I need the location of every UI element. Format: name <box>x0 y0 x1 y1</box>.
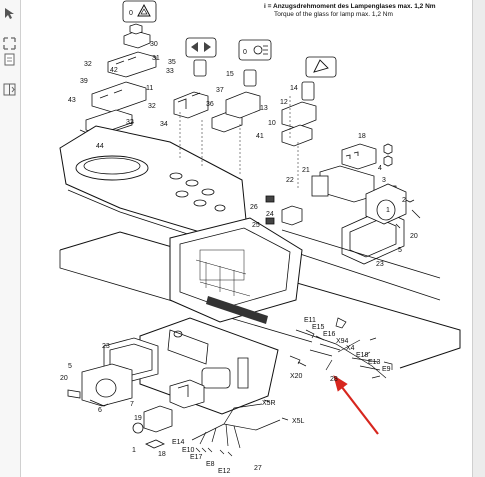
harness-label: E9 <box>382 366 391 373</box>
note-prefix: i = <box>264 3 272 10</box>
part-label: 1 <box>386 207 390 214</box>
warning-symbol-panel: 0 <box>122 0 157 23</box>
harness-label: X20 <box>290 373 303 380</box>
beacon-panel <box>305 56 337 78</box>
torque-note: i = Anzugsdrehmoment des Lampenglases ma… <box>264 3 436 19</box>
switch-stack-middle <box>173 59 317 147</box>
part-label: 18 <box>158 451 166 458</box>
part-label: 23 <box>102 343 110 350</box>
part-label: 30 <box>150 41 158 48</box>
part-label: 41 <box>256 133 264 140</box>
leader-lines <box>179 96 299 190</box>
part-label: 21 <box>302 167 310 174</box>
part-label: 27 <box>254 465 262 472</box>
part-label: 24 <box>266 211 274 218</box>
exploded-parts-diagram: 0 0 <box>59 0 461 475</box>
part-label: 12 <box>280 99 288 106</box>
part-label: 28 <box>330 376 338 383</box>
part-label: 7 <box>130 401 134 408</box>
part-label: 5 <box>68 363 72 370</box>
part-label: 39 <box>80 78 88 85</box>
part-label: 10 <box>268 120 276 127</box>
harness-label: E8 <box>206 461 215 468</box>
arrow-icon[interactable] <box>2 6 17 21</box>
lamp-bulb-parts <box>132 379 205 449</box>
roof-console <box>59 217 461 369</box>
part-label: 34 <box>160 121 168 128</box>
part-label: 20 <box>410 233 418 240</box>
part-label: 2 <box>402 197 406 204</box>
part-label: 5 <box>398 247 402 254</box>
harness-label: E11 <box>304 317 316 324</box>
part-label: 33 <box>166 68 174 75</box>
harness-label: X94 <box>336 338 349 345</box>
part-label: 13 <box>260 105 268 112</box>
split-icon[interactable] <box>2 82 17 97</box>
wiring-harness-right <box>289 317 393 379</box>
harness-label: X4 <box>346 345 355 352</box>
light-switch-panel: 0 <box>238 39 272 61</box>
part-label: 14 <box>290 85 298 92</box>
part-label: 18 <box>358 133 366 140</box>
part-label: 22 <box>286 177 294 184</box>
part-label: 44 <box>96 143 104 150</box>
part-label: 19 <box>134 415 142 422</box>
part-label: 23 <box>376 261 384 268</box>
panel-zero: 0 <box>129 10 133 17</box>
harness-label: X5L <box>292 418 305 425</box>
part-label: 42 <box>110 67 118 74</box>
part-label: 25 <box>252 222 260 229</box>
harness-label: X5R <box>262 400 276 407</box>
part-label: 15 <box>226 71 234 78</box>
part-label: 11 <box>146 85 153 92</box>
part-number-labels: 30 31 32 42 39 11 43 32 32 44 35 33 15 3… <box>60 41 418 472</box>
note-line-en: Torque of the glass for lamp max. 1,2 Nm <box>274 11 393 18</box>
work-lamp-right <box>341 183 421 265</box>
lower-console <box>139 317 279 415</box>
part-label: 37 <box>216 87 224 94</box>
work-lamp-left <box>67 337 159 407</box>
scrollbar[interactable] <box>472 0 485 477</box>
switch-zero: 0 <box>243 49 247 56</box>
part-label: 6 <box>98 407 102 414</box>
harness-label: E13 <box>368 359 381 366</box>
harness-label: E10 <box>182 447 195 454</box>
harness-label: E18 <box>356 352 369 359</box>
switch-stack-left <box>79 23 157 137</box>
harness-label: E17 <box>190 454 203 461</box>
viewer-toolbar <box>0 0 21 477</box>
part-label: 26 <box>250 204 258 211</box>
relay-block <box>311 143 415 204</box>
harness-label: E12 <box>218 468 231 475</box>
dashboard-panel <box>59 125 247 241</box>
note-line-de: Anzugsdrehmoment des Lampenglases max. 1… <box>273 3 436 10</box>
part-label: 20 <box>60 375 68 382</box>
pointer-arrow <box>333 375 379 435</box>
part-label: 36 <box>206 101 214 108</box>
part-label: 32 <box>84 61 92 68</box>
harness-label: E16 <box>323 331 336 338</box>
part-label: 1 <box>132 447 136 454</box>
page-icon[interactable] <box>2 52 17 67</box>
hazard-arrows-panel <box>185 37 217 58</box>
part-label: 32 <box>148 103 156 110</box>
expand-icon[interactable] <box>2 36 17 51</box>
part-label: 4 <box>378 165 382 172</box>
harness-label: E14 <box>172 439 185 446</box>
part-label: 31 <box>152 55 160 62</box>
part-label: 32 <box>126 119 134 126</box>
harness-label: E15 <box>312 324 325 331</box>
small-fuse-parts <box>265 195 303 226</box>
harness-labels: E11 E15 E16 X94 X4 E18 E13 E9 X20 X5R X5… <box>172 317 391 475</box>
part-label: 35 <box>168 59 176 66</box>
part-label: 3 <box>382 177 386 184</box>
wiring-harness-left <box>191 399 289 457</box>
part-label: 43 <box>68 97 76 104</box>
